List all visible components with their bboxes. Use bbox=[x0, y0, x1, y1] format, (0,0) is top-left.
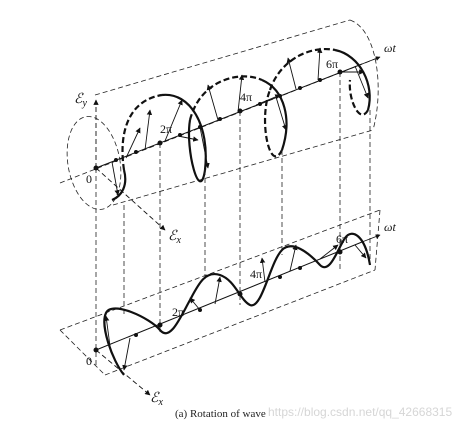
pi2-label-top: 2π bbox=[160, 122, 172, 136]
wt-label-bottom: ωt bbox=[384, 220, 396, 234]
pi4-label-bottom: 4π bbox=[250, 267, 262, 281]
pi4-label-top: 4π bbox=[240, 90, 252, 104]
ex-label-bottom: ℰx bbox=[150, 391, 163, 408]
pi6-label-top: 6π bbox=[326, 57, 338, 71]
pi2-label-bottom: 2π bbox=[172, 305, 184, 319]
projection-panel: 0 ℰx 2π 4π 6π ωt bbox=[59, 209, 396, 408]
figure-caption: (a) Rotation of wave bbox=[175, 408, 266, 420]
projection-curve bbox=[103, 232, 372, 376]
projection-vectors bbox=[103, 244, 367, 371]
ex-label-top: ℰx bbox=[168, 229, 181, 246]
slab-outline bbox=[59, 209, 381, 376]
watermark: https://blog.csdn.net/qq_42668315 bbox=[268, 405, 452, 419]
ey-label: ℰy bbox=[74, 92, 87, 109]
projection-axis-dots bbox=[93, 249, 343, 353]
projection-axis bbox=[95, 234, 381, 351]
helix-curve bbox=[111, 47, 371, 202]
wt-label-top: ωt bbox=[384, 41, 396, 55]
ex-axis-top bbox=[95, 167, 166, 231]
pi6-label-bottom: 6π bbox=[336, 232, 348, 246]
zero-label-bottom: 0 bbox=[86, 354, 92, 368]
zero-label-top: 0 bbox=[86, 172, 92, 186]
helix-panel: ℰy 0 ℰx 2π 4π 6π ωt bbox=[59, 19, 396, 246]
cylinder-outline bbox=[66, 19, 379, 210]
projection-lines bbox=[95, 72, 371, 365]
